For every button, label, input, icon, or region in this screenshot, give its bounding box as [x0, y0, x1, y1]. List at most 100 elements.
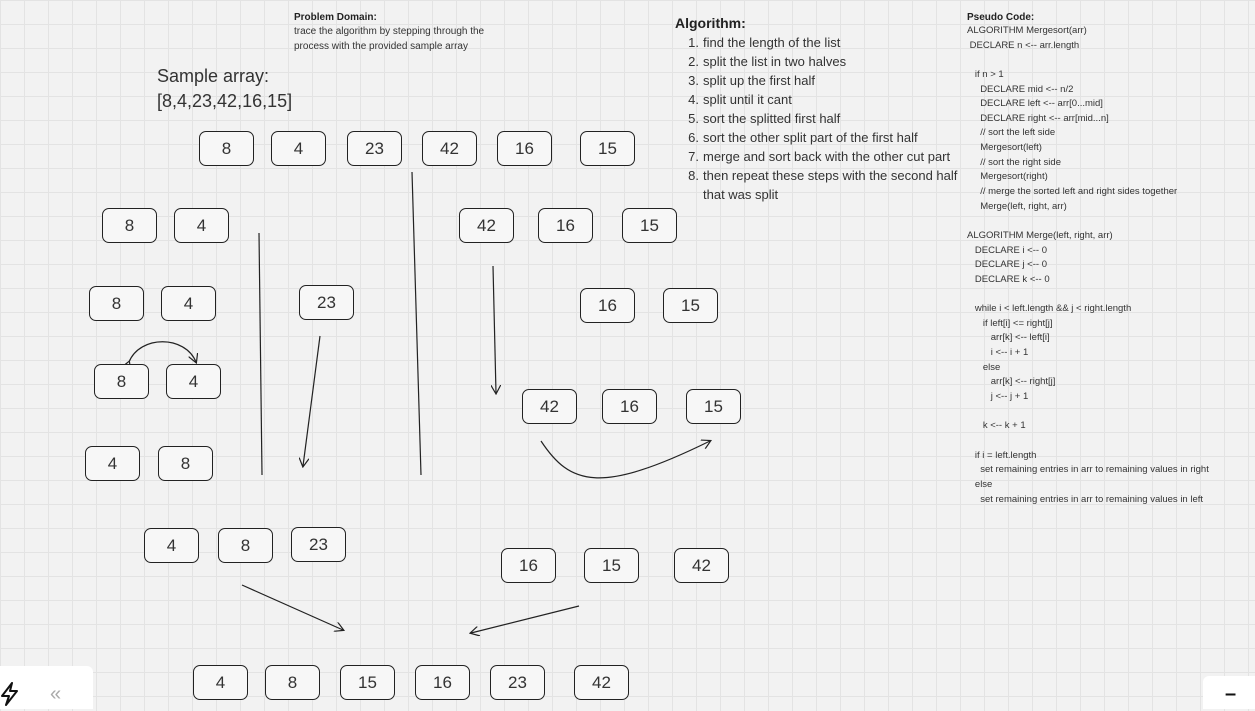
array-cell: 42: [522, 389, 577, 424]
pseudo-code-line: while i < left.length && j < right.lengt…: [967, 303, 1132, 315]
array-cell: 15: [584, 548, 639, 583]
pseudo-code-line: k <-- k + 1: [967, 420, 1026, 432]
array-cell: 4: [161, 286, 216, 321]
algorithm-step: 7. merge and sort back with the other cut…: [675, 147, 968, 166]
pseudo-code-line: DECLARE left <-- arr[0...mid]: [967, 98, 1103, 110]
array-cell: 23: [347, 131, 402, 166]
pseudo-code-line: DECLARE j <-- 0: [967, 259, 1047, 271]
step-text: find the length of the list: [703, 35, 841, 50]
algorithm-step: 8. then repeat these steps with the secon…: [675, 166, 968, 204]
pseudo-code-line: arr[k] <-- right[j]: [967, 376, 1056, 388]
pseudo-code-line: arr[k] <-- left[i]: [967, 332, 1050, 344]
algorithm-steps: 1. find the length of the list 2. split th…: [675, 33, 968, 204]
array-cell: 42: [574, 665, 629, 700]
step-number: 1.: [688, 35, 699, 50]
pseudo-code-line: DECLARE right <-- arr[mid...n]: [967, 112, 1109, 124]
array-cell: 15: [580, 131, 635, 166]
pseudo-code-line: if n > 1: [967, 68, 1004, 80]
array-cell: 42: [459, 208, 514, 243]
array-cell: 8: [102, 208, 157, 243]
algorithm-title: Algorithm:: [675, 15, 746, 31]
problem-domain-line: trace the algorithm by stepping through …: [294, 26, 485, 37]
array-cell: 16: [501, 548, 556, 583]
step-text: merge and sort back with the other cut p…: [703, 149, 951, 164]
array-cell: 16: [602, 389, 657, 424]
algorithm-step: 3. split up the first half: [675, 71, 968, 90]
algorithm-step: 5.sort the splitted first half: [675, 109, 968, 128]
pseudo-code-block: ALGORITHM Mergesort(arr) DECLARE n <-- a…: [967, 24, 1209, 507]
pseudo-code-line: DECLARE k <-- 0: [967, 273, 1050, 285]
array-cell: 16: [497, 131, 552, 166]
pseudo-code-line: DECLARE i <-- 0: [967, 244, 1047, 256]
step-number: 7.: [688, 149, 699, 164]
array-cell: 15: [663, 288, 718, 323]
pseudo-code-line: Mergesort(right): [967, 171, 1048, 183]
swap-arrow: [129, 341, 196, 362]
divider-line: [258, 232, 263, 476]
array-cell: 8: [89, 286, 144, 321]
array-cell: 15: [686, 389, 741, 424]
pseudo-code-line: ALGORITHM Mergesort(arr): [967, 25, 1087, 36]
pseudo-code-title: Pseudo Code:: [967, 12, 1035, 23]
sample-array-value: [8,4,23,42,16,15]: [157, 91, 293, 111]
step-number: 6.: [688, 130, 699, 145]
array-cell: 4: [144, 528, 199, 563]
array-cell: 15: [622, 208, 677, 243]
step-text: sort the other split part of the first h…: [703, 130, 918, 145]
array-cell: 4: [85, 446, 140, 481]
array-cell: 4: [193, 665, 248, 700]
curve-arrow: [540, 441, 710, 479]
pseudo-code-line: j <-- j + 1: [967, 391, 1029, 403]
pseudo-code-line: ALGORITHM Merge(left, right, arr): [967, 229, 1113, 241]
array-cell: 16: [538, 208, 593, 243]
sample-array-label: Sample array:: [157, 66, 270, 86]
pseudo-code-line: // merge the sorted left and right sides…: [967, 186, 1178, 198]
algorithm-step: 6. sort the other split part of the first…: [675, 128, 968, 147]
pseudo-code-line: else: [967, 478, 993, 490]
pseudo-code-line: i <-- i + 1: [967, 347, 1029, 359]
pseudo-code-line: if i = left.length: [967, 449, 1037, 461]
pseudo-code-line: Merge(left, right, arr): [967, 200, 1067, 212]
arrow-23-down: [303, 335, 321, 466]
step-number: 2.: [688, 54, 699, 69]
step-text: split the list in two halves: [703, 54, 847, 69]
array-cell: 23: [299, 285, 354, 320]
sample-array: Sample array: [8,4,23,42,16,15]: [157, 64, 292, 114]
algorithm-step: 2. split the list in two halves: [675, 52, 968, 71]
step-text: split until it cant: [703, 92, 792, 107]
minimize-button[interactable]: –: [1225, 683, 1237, 705]
array-cell: 42: [422, 131, 477, 166]
pseudo-code-line: if left[i] <= right[j]: [967, 317, 1053, 329]
lightning-icon[interactable]: [0, 682, 20, 711]
step-text: split up the first half: [703, 73, 815, 88]
array-cell: 23: [291, 527, 346, 562]
algorithm-step: 4.split until it cant: [675, 90, 968, 109]
step-number: 8.: [688, 168, 699, 183]
problem-domain-line: process with the provided sample array: [294, 41, 468, 52]
step-text: sort the splitted first half: [703, 111, 841, 126]
pseudo-code-line: // sort the left side: [967, 127, 1056, 139]
array-cell: 8: [94, 364, 149, 399]
algorithm-step: 1. find the length of the list: [675, 33, 968, 52]
array-cell: 15: [340, 665, 395, 700]
step-number: 3.: [688, 73, 699, 88]
arrow-merge-left: [241, 584, 343, 630]
array-cell: 8: [199, 131, 254, 166]
problem-domain-text: trace the algorithm by stepping through …: [294, 24, 484, 54]
bottom-left-toolbar: «: [0, 666, 93, 709]
array-cell: 23: [490, 665, 545, 700]
array-cell: 4: [271, 131, 326, 166]
pseudo-code-line: Mergesort(left): [967, 142, 1042, 154]
array-cell: 4: [166, 364, 221, 399]
array-cell: 16: [580, 288, 635, 323]
pseudo-code-line: DECLARE mid <-- n/2: [967, 83, 1074, 95]
pseudo-code-line: set remaining entries in arr to remainin…: [967, 464, 1209, 476]
problem-domain-title: Problem Domain:: [294, 12, 377, 23]
collapse-panel-button[interactable]: «: [50, 683, 62, 705]
arrow-right-down: [493, 265, 496, 393]
array-cell: 8: [158, 446, 213, 481]
step-text: then repeat these steps with the second …: [703, 168, 958, 202]
bottom-right-toolbar: –: [1203, 676, 1255, 709]
arrow-merge-right: [471, 605, 580, 633]
array-cell: 4: [174, 208, 229, 243]
